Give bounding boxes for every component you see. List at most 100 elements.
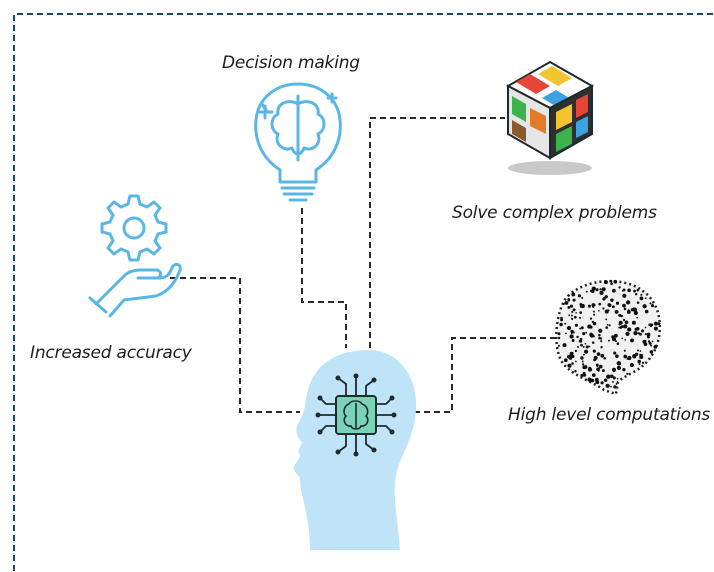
brain-dot: [636, 301, 640, 304]
brain-dot: [639, 354, 644, 360]
brain-dot: [605, 326, 609, 329]
brain-dot: [623, 349, 626, 352]
brain-dot: [633, 310, 638, 316]
brain-dot: [603, 280, 608, 285]
brain-dot: [598, 336, 601, 340]
brain-dot: [653, 344, 658, 349]
brain-dot: [647, 340, 651, 343]
brain-dot: [588, 345, 591, 348]
brain-dot: [612, 380, 614, 383]
brain-dot: [613, 279, 618, 284]
brain-dot: [585, 331, 588, 334]
brain-dot: [651, 304, 654, 308]
brain-dot: [570, 314, 573, 317]
brain-dot: [576, 335, 579, 339]
hand-gear-icon: [88, 194, 182, 318]
brain-dot: [636, 289, 639, 292]
brain-dot: [560, 318, 564, 322]
high-level-computations-label: High level computations: [508, 405, 710, 425]
brain-dot: [612, 288, 616, 293]
brain-dots: [557, 279, 661, 389]
brain-dot: [571, 310, 574, 313]
brain-dot: [580, 326, 584, 330]
brain-dot: [641, 329, 645, 333]
brain-dot: [626, 332, 629, 335]
brain-dot: [622, 303, 626, 308]
connector-decision: [301, 208, 347, 348]
brain-dot: [583, 365, 588, 369]
brain-dot: [581, 296, 584, 300]
brain-dot: [560, 316, 563, 320]
brain-dot: [589, 333, 594, 338]
brain-dot: [574, 323, 578, 327]
brain-dot: [650, 325, 652, 328]
brain-dot: [630, 338, 634, 343]
brain-dot: [567, 305, 571, 309]
brain-dot: [639, 296, 644, 301]
brain-dot: [632, 307, 637, 312]
brain-dot: [601, 369, 605, 373]
brain-dot: [653, 321, 658, 326]
brain-dot: [598, 328, 603, 333]
brain-dot: [598, 309, 600, 312]
brain-dot: [598, 364, 603, 369]
brain-dot: [611, 305, 615, 309]
lightbulb-brain-icon: [254, 82, 342, 202]
brain-dot: [608, 339, 610, 342]
brain-dot: [610, 385, 612, 388]
brain-dot: [570, 317, 574, 321]
brain-dot: [572, 308, 576, 312]
brain-dot: [638, 363, 641, 365]
brain-dot: [569, 334, 574, 339]
brain-dot: [593, 313, 596, 316]
brain-dot: [584, 349, 589, 354]
brain-dot: [594, 377, 599, 382]
connector-accuracy: [170, 277, 300, 413]
brain-dot: [605, 383, 610, 388]
brain-dot: [579, 327, 582, 330]
brain-dot: [637, 359, 641, 364]
brain-dot: [613, 385, 617, 389]
brain-dot: [591, 373, 596, 377]
brain-dot: [633, 330, 638, 336]
brain-dot: [646, 332, 651, 337]
brain-dot: [636, 316, 639, 319]
brain-dot: [579, 311, 583, 314]
brain-dot: [623, 354, 628, 359]
brain-dot: [589, 317, 593, 320]
brain-dot: [629, 362, 634, 368]
brain-dot: [648, 323, 652, 327]
brain-dot: [582, 345, 585, 348]
connector-computations: [404, 337, 558, 413]
brain-dot: [635, 293, 638, 296]
brain-dot: [587, 324, 592, 329]
brain-dot: [612, 369, 616, 373]
brain-dot: [566, 325, 572, 331]
brain-dot: [626, 310, 631, 314]
chip-brain-glyph: [343, 400, 369, 430]
brain-dot: [622, 293, 627, 298]
brain-dot: [582, 353, 585, 356]
brain-dot: [623, 324, 628, 329]
brain-dot: [592, 305, 595, 308]
brain-dot: [597, 369, 600, 372]
brain-dot: [622, 368, 626, 372]
brain-dot: [621, 337, 624, 340]
brain-dot: [649, 302, 652, 305]
brain-dot: [567, 363, 572, 368]
brain-dot: [564, 300, 569, 305]
brain-dot: [577, 294, 582, 298]
brain-dot: [558, 344, 560, 347]
brain-dot: [562, 343, 567, 348]
brain-dot: [580, 374, 584, 377]
brain-dot: [603, 357, 606, 360]
brain-dot: [615, 382, 618, 385]
brain-dot: [557, 332, 561, 336]
brain-dot: [570, 329, 574, 334]
brain-dot: [581, 360, 584, 363]
brain-dot: [641, 353, 643, 356]
brain-dot: [639, 350, 642, 352]
brain-dot: [590, 289, 595, 294]
brain-dot: [592, 349, 596, 353]
